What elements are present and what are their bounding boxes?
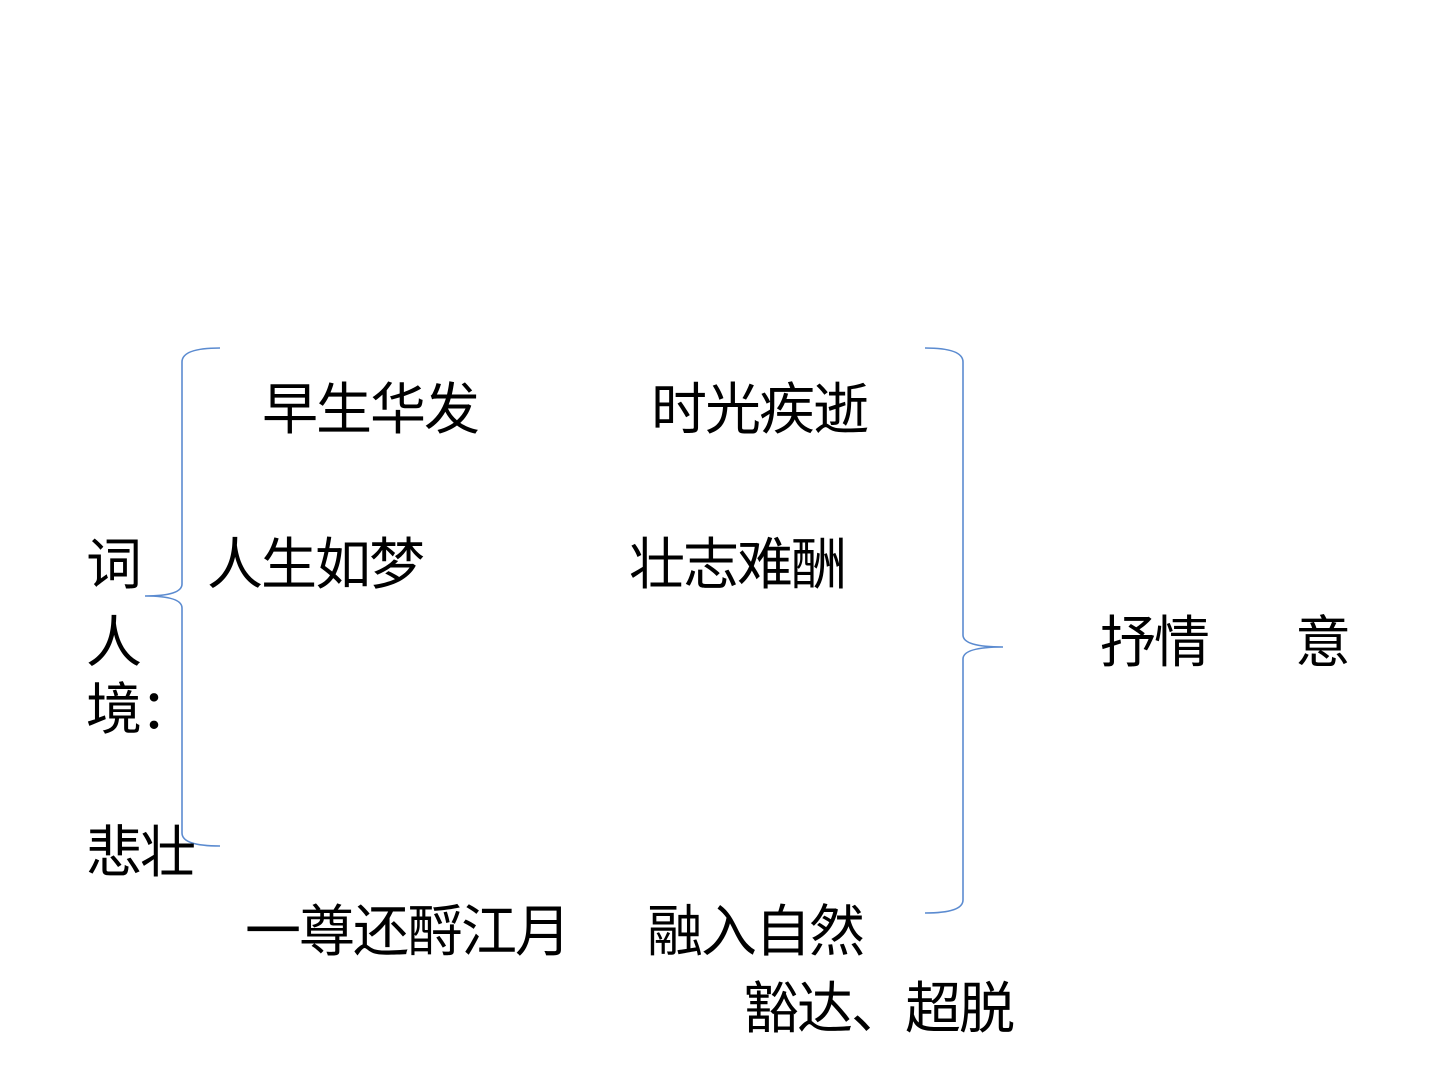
conclusion-text: 豁达、超脱	[743, 977, 1015, 1042]
item-shiguangjishi: 时光疾逝	[651, 378, 869, 443]
item-zaoshenghuafa: 早生华发	[262, 378, 480, 443]
label-ci: 词	[86, 533, 142, 598]
right-brace	[924, 347, 1004, 914]
label-ren: 人	[86, 611, 142, 676]
label-jing: 境：	[86, 678, 196, 743]
item-zhuangzhinanchou: 壮志难酬	[629, 533, 847, 598]
right-label-shuqing: 抒情	[1100, 611, 1210, 676]
label-beizhuang: 悲壮	[86, 821, 196, 886]
left-brace	[144, 347, 221, 847]
item-rongruziran: 融入自然	[647, 900, 865, 965]
right-label-yi: 意	[1295, 611, 1351, 676]
item-renshengrumeng: 人生如梦	[207, 533, 425, 598]
item-yizunhuanleijiangyue: 一尊还酹江月	[245, 900, 571, 965]
